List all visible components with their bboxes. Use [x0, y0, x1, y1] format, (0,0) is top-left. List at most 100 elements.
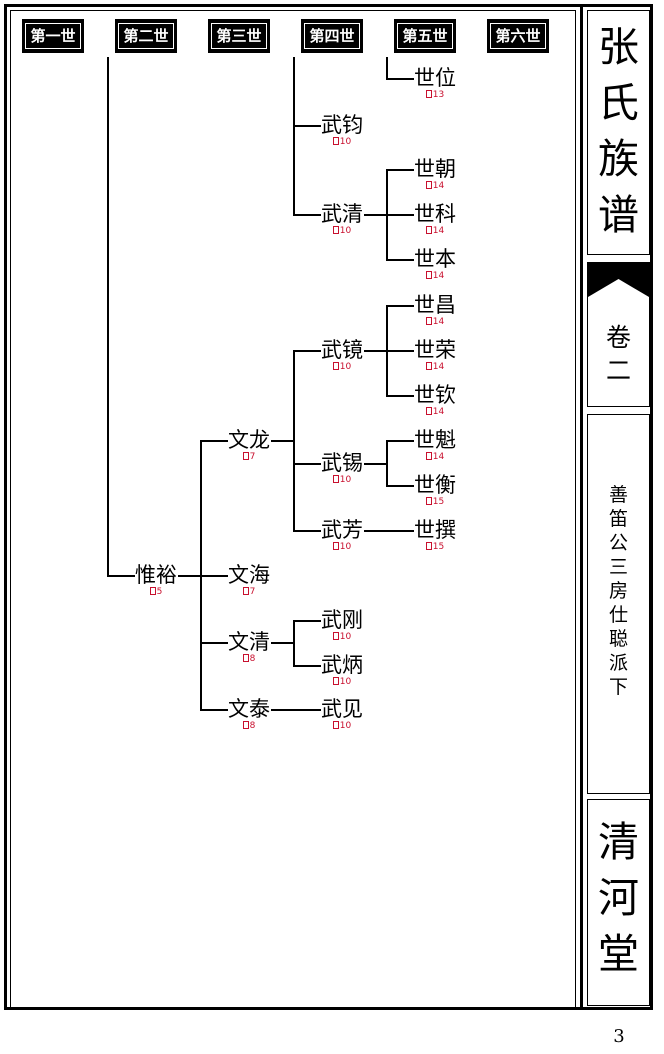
connector-line [364, 214, 386, 216]
connector-line [271, 709, 321, 711]
connector-line [178, 575, 228, 577]
book-title: 张氏族谱 [598, 23, 639, 239]
connector-line [386, 214, 414, 216]
page-ref: 14 [411, 181, 459, 192]
connector-line [200, 440, 228, 442]
person-name: 武清 [321, 202, 363, 226]
person-name: 文龙 [228, 428, 270, 452]
person-name: 文清 [228, 630, 270, 654]
connector-line [293, 620, 295, 665]
person-name: 惟裕 [135, 563, 177, 587]
page-ref: 8 [225, 654, 273, 665]
person-name: 文海 [228, 563, 270, 587]
page-icon [425, 226, 432, 234]
person-name: 世魁 [414, 428, 456, 452]
connector-line [293, 620, 321, 622]
title-panel: 张氏族谱 [587, 10, 650, 255]
person-name: 世科 [414, 202, 456, 226]
page-icon [332, 475, 339, 483]
person-name: 世昌 [414, 293, 456, 317]
connector-line [386, 350, 414, 352]
page-ref: 14 [411, 317, 459, 328]
page-number: 3 [613, 1026, 625, 1047]
connector-line [386, 78, 414, 80]
connector-line [107, 57, 109, 576]
page-icon [332, 542, 339, 550]
page-icon [425, 542, 432, 550]
connector-line [386, 305, 414, 307]
person-name: 武刚 [321, 608, 363, 632]
page-icon [332, 721, 339, 729]
branch-panel: 善笛公三房仕聪派下 [587, 414, 650, 794]
connector-line [293, 57, 295, 215]
connector-line [386, 395, 414, 397]
connector-line [386, 440, 388, 485]
person-name: 武钧 [321, 113, 363, 137]
page-ref: 14 [411, 362, 459, 373]
page-ref: 10 [318, 475, 366, 486]
connector-line [364, 350, 386, 352]
connector-line [293, 350, 321, 352]
generation-header-6: 第六世 [487, 19, 549, 53]
page-icon [425, 90, 432, 98]
page-icon [332, 362, 339, 370]
generation-label: 第二世 [118, 23, 174, 49]
page-icon [242, 587, 249, 595]
page-icon [425, 181, 432, 189]
person-name: 武芳 [321, 518, 363, 542]
person-name: 世钦 [414, 383, 456, 407]
connector-line [293, 530, 321, 532]
connector-line [386, 440, 414, 442]
generation-header-4: 第四世 [301, 19, 363, 53]
generation-label: 第三世 [211, 23, 267, 49]
page-ref: 10 [318, 226, 366, 237]
volume-label: 卷二 [605, 323, 631, 385]
page-icon [332, 677, 339, 685]
connector-line [386, 169, 414, 171]
connector-line [200, 440, 202, 709]
connector-line [364, 463, 386, 465]
person-name: 世本 [414, 247, 456, 271]
page-ref: 14 [411, 226, 459, 237]
generation-label: 第五世 [397, 23, 453, 49]
connector-line [293, 350, 295, 530]
chevron-up-icon [588, 279, 649, 297]
page-ref: 14 [411, 452, 459, 463]
connector-line [293, 125, 321, 127]
page-ref: 10 [318, 137, 366, 148]
connector-line [386, 259, 414, 261]
generation-header-2: 第二世 [115, 19, 177, 53]
generation-header-1: 第一世 [22, 19, 84, 53]
page-ref: 10 [318, 721, 366, 732]
page-icon [425, 271, 432, 279]
page-ref: 15 [411, 497, 459, 508]
person-name: 世荣 [414, 338, 456, 362]
page-icon [425, 317, 432, 325]
chart-frame [10, 10, 576, 1008]
connector-line [271, 642, 293, 644]
person-name: 文泰 [228, 697, 270, 721]
